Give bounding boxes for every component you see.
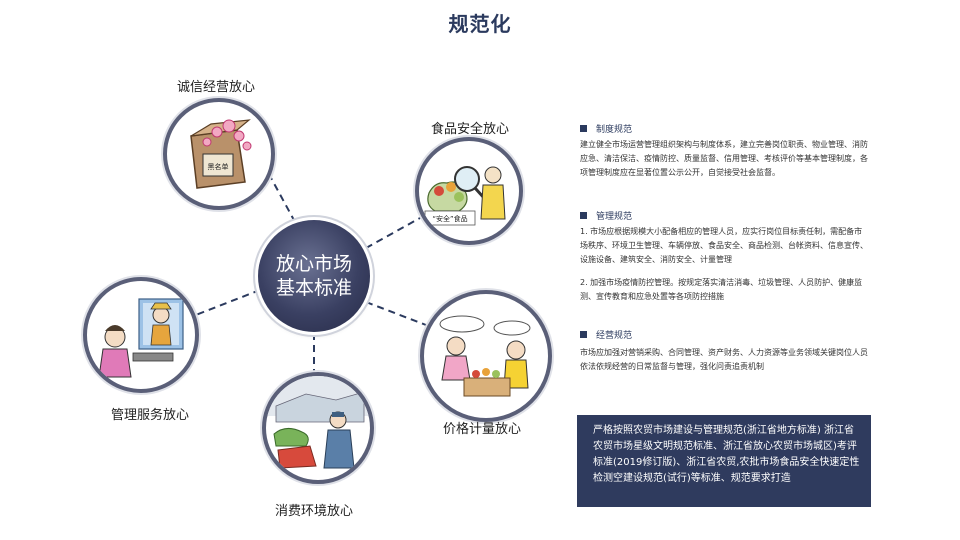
consumer-environment-illustration-icon <box>266 376 370 469</box>
node-label-management: 管理服务放心 <box>111 408 190 423</box>
node-management <box>83 277 199 393</box>
node-label-food: 食品安全放心 <box>431 122 510 137</box>
node-label-price: 价格计量放心 <box>443 422 522 437</box>
management-service-illustration-icon <box>98 298 184 378</box>
bullet-square-icon <box>580 331 587 338</box>
center-circle: 放心市场基本标准 <box>258 220 370 332</box>
trust-illustration-icon: 黑名单 <box>190 119 252 189</box>
section-heading-text: 经营规范 <box>596 331 633 341</box>
section-body-system: 建立健全市场运营管理组织架构与制度体系，建立完善岗位职责、物业管理、消防应急、清… <box>580 140 868 177</box>
node-environment <box>262 372 374 484</box>
page-title: 规范化 <box>448 12 512 36</box>
section-heading-system: 制度规范 <box>580 122 632 135</box>
node-price <box>420 290 552 422</box>
section-heading-management: 管理规范 <box>580 209 632 222</box>
section-body-operation: 市场应加强对营销采购、合同管理、资产财务、人力资源等业务领域关键岗位人员依法依规… <box>580 348 868 371</box>
section-body-management-1: 1. 市场应根据规模大小配备相应的管理人员，应实行岗位目标责任制，需配备市场秩序… <box>580 227 868 264</box>
center-label: 放心市场基本标准 <box>275 253 352 299</box>
bullet-square-icon <box>580 212 587 219</box>
section-heading-operation: 经营规范 <box>580 328 632 341</box>
connector-food <box>365 217 421 249</box>
connector-price <box>365 301 427 326</box>
bullet-square-icon <box>580 125 587 132</box>
food-label-text: “安全”食品 <box>432 214 467 223</box>
section-heading-text: 管理规范 <box>596 212 633 222</box>
blacklist-text: 黑名单 <box>208 162 229 171</box>
node-label-environment: 消费环境放心 <box>275 504 354 519</box>
price-measure-illustration-icon <box>439 315 531 397</box>
node-label-trust: 诚信经营放心 <box>177 80 256 95</box>
node-food: “安全”食品 <box>415 137 523 245</box>
standards-note-box: 严格按照农贸市场建设与管理规范(浙江省地方标准) 浙江省农贸市场星级文明规范标准… <box>577 415 871 507</box>
node-trust: 黑名单 <box>163 98 275 210</box>
section-body-management-2: 2. 加强市场疫情防控管理。按规定落实清洁消毒、垃圾管理、人员防护、健康监测、宣… <box>580 278 863 301</box>
standards-note-text: 严格按照农贸市场建设与管理规范(浙江省地方标准) 浙江省农贸市场星级文明规范标准… <box>593 425 860 484</box>
food-safety-illustration-icon: “安全”食品 <box>424 166 506 226</box>
section-heading-text: 制度规范 <box>596 125 633 135</box>
connector-management <box>187 289 261 319</box>
